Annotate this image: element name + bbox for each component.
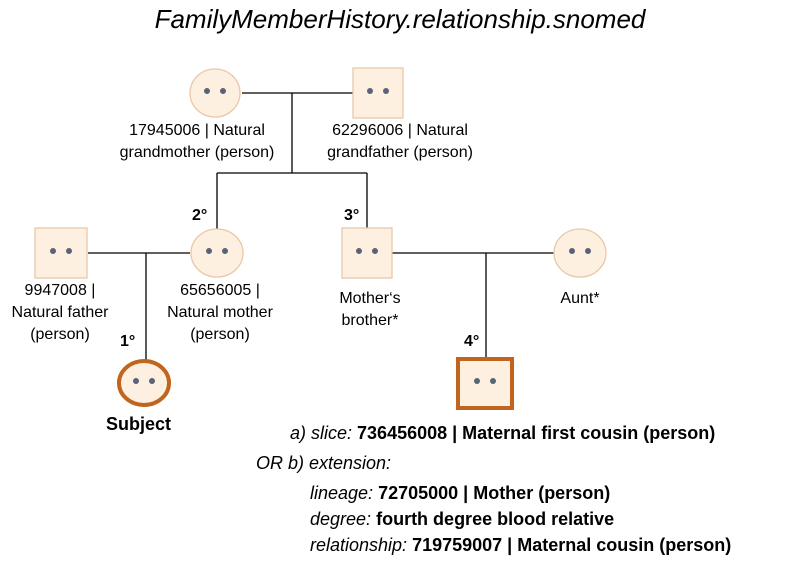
subject-label: Subject [106, 414, 172, 434]
lineage-value: 72705000 | Mother (person) [378, 483, 611, 503]
degree-value: fourth degree blood relative [376, 509, 615, 529]
father-label: 9947008 | Natural father (person) [11, 282, 109, 343]
or-extension-label: OR b) extension: [256, 453, 392, 473]
degree-label: degree: [310, 509, 372, 529]
lineage-line: lineage: 72705000 | Mother (person) [310, 481, 610, 505]
cousin-node [456, 357, 514, 410]
subject-node [117, 359, 171, 407]
or-extension-line: OR b) extension: [256, 451, 391, 475]
grandmother-label: 17945006 | Natural grandmother (person) [119, 122, 275, 161]
relationship-value: 719759007 | Maternal cousin (person) [412, 535, 732, 555]
mother-label: 65656005 | Natural mother (person) [167, 282, 273, 343]
diagram-title: FamilyMemberHistory.relationship.snomed [154, 4, 646, 34]
grandfather-label: 62296006 | Natural grandfather (person) [327, 122, 473, 161]
slice-value: 736456008 | Maternal first cousin (perso… [357, 423, 716, 443]
mother-node [190, 228, 244, 278]
aunt-label: Aunt* [560, 290, 600, 307]
lineage-label: lineage: [310, 483, 374, 503]
slice-label: a) slice: [290, 423, 353, 443]
degree-2-marker: 2° [192, 207, 208, 224]
degree-line: degree: fourth degree blood relative [310, 507, 614, 531]
aunt-node [553, 228, 607, 278]
uncle-label: Mother‘s brother* [339, 290, 401, 329]
uncle-node [341, 227, 393, 279]
grandmother-node [189, 68, 241, 118]
grandfather-node [352, 67, 404, 119]
relationship-line: relationship: 719759007 | Maternal cousi… [310, 533, 731, 557]
pedigree-lines [88, 92, 554, 361]
degree-1-marker: 1° [120, 333, 136, 350]
relationship-label: relationship: [310, 535, 408, 555]
father-node [34, 227, 88, 279]
degree-4-marker: 4° [464, 333, 480, 350]
slice-line: a) slice: 736456008 | Maternal first cou… [290, 421, 715, 445]
degree-3-marker: 3° [344, 207, 360, 224]
